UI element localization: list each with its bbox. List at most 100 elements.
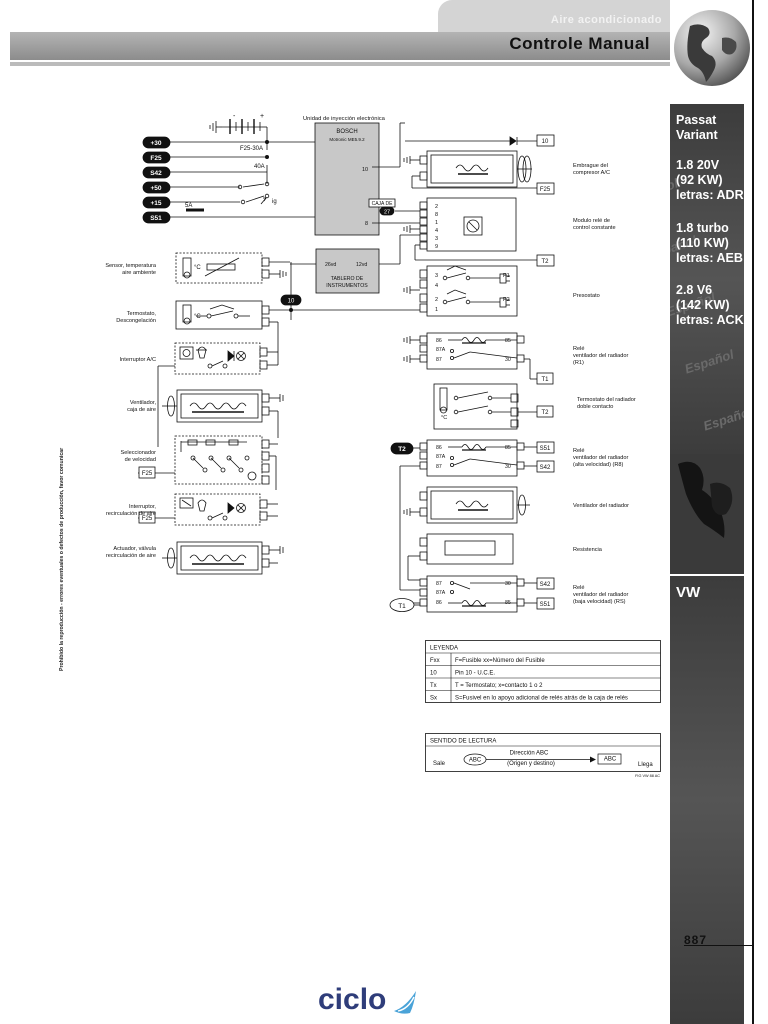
radiator-thermostat bbox=[433, 383, 537, 430]
relay-pin: 87A bbox=[436, 590, 446, 596]
recirculation-switch bbox=[138, 493, 278, 526]
presostato-pin: 3 bbox=[435, 273, 438, 279]
legend-key: 10 bbox=[430, 671, 437, 677]
recirculation-actuator bbox=[162, 541, 284, 575]
label-ambient-sensor-2: aire ambiente bbox=[122, 270, 156, 276]
figure-code: FIG VW 88 AC bbox=[635, 774, 660, 778]
radiator-fan-relay-rs bbox=[410, 575, 537, 613]
tag-f25-a: F25 bbox=[142, 471, 153, 477]
battery-symbol bbox=[209, 119, 268, 150]
watermark-text: Español bbox=[670, 175, 680, 205]
fuse-40-label: 40A bbox=[254, 164, 265, 170]
presostato-pin: 2 bbox=[435, 297, 438, 303]
instrument-panel-box bbox=[315, 248, 380, 294]
label-resistor: Resistencia bbox=[573, 547, 603, 553]
relay-pin: 85 bbox=[505, 600, 511, 606]
radiator-fan bbox=[403, 486, 530, 524]
defrost-thermostat bbox=[175, 300, 420, 365]
legend-key: Sx bbox=[430, 696, 437, 702]
relay-pin: 87A bbox=[436, 347, 446, 353]
sidebar-engine-1: 1.8 20V(92 KW)letras: ADR bbox=[676, 158, 744, 202]
page-number: 887 bbox=[684, 933, 708, 947]
tag-s42-a: S42 bbox=[540, 465, 551, 471]
tag-f25-b: F25 bbox=[142, 516, 153, 522]
label-clutch-2: compresor A/C bbox=[573, 170, 610, 176]
legend-key: Fxx bbox=[430, 658, 440, 664]
module-pin: 8 bbox=[435, 212, 438, 218]
label-r1-2: ventilador del radiador bbox=[573, 353, 628, 359]
ecu-pin-10: 10 bbox=[362, 167, 368, 173]
label-rad-thermo-2: doble contacto bbox=[577, 404, 613, 410]
relay-pin: 30 bbox=[505, 357, 511, 363]
label-rad-thermo-1: Termostato del radiador bbox=[577, 397, 636, 403]
module-pin: 2 bbox=[435, 204, 438, 210]
legend-desc: F=Fusible xx=Número del Fusible bbox=[455, 658, 545, 664]
section-label: Aire acondicionado bbox=[550, 14, 662, 26]
sidebar-engine-2: 1.8 turbo(110 KW)letras: AEB bbox=[676, 221, 743, 265]
relay-pin: 85 bbox=[505, 445, 511, 451]
tag-t2-c: T2 bbox=[398, 446, 406, 453]
label-blower-2: caja de aire bbox=[127, 407, 156, 413]
ecu-pin-8: 8 bbox=[365, 221, 368, 227]
blower-fan bbox=[162, 389, 284, 438]
ambient-temp-sensor bbox=[175, 252, 290, 284]
label-r8-3: (alta velocidad) (R8) bbox=[573, 462, 624, 468]
reading-direction-box: SENTIDO DE LECTURA Sale Llega Dirección … bbox=[425, 733, 661, 778]
page-number-rule bbox=[684, 945, 752, 946]
presostato-pin: 4 bbox=[435, 283, 438, 289]
legend-title: LEYENDA bbox=[430, 646, 458, 652]
reading-origin: (Origen y destino) bbox=[507, 761, 555, 767]
ac-switch bbox=[157, 342, 278, 447]
supply-terminals bbox=[142, 136, 171, 224]
wiring-diagram: - + +30 F25 S42 +50 +15 S51 F25-30A 40A … bbox=[105, 113, 636, 613]
header-underline bbox=[10, 62, 670, 66]
relay-pin: 30 bbox=[505, 581, 511, 587]
battery-minus: - bbox=[233, 113, 236, 120]
tag-t1-b: T1 bbox=[398, 603, 406, 610]
deg-label: °C bbox=[194, 265, 201, 271]
reading-abc-dest: ABC bbox=[604, 757, 617, 763]
dash-pin-left: 26vd bbox=[325, 262, 336, 268]
ignition-label: ig bbox=[272, 199, 277, 205]
ecu-title: Unidad de inyección electrónica bbox=[303, 116, 386, 122]
tag-t2-b: T2 bbox=[541, 410, 549, 416]
label-rs-2: ventilador del radiador bbox=[573, 592, 628, 598]
label-module-2: control constante bbox=[573, 225, 616, 231]
fuse-main-label: F25-30A bbox=[240, 146, 263, 152]
tag-s42-b: S42 bbox=[540, 582, 551, 588]
tag-s51-b: S51 bbox=[540, 602, 551, 608]
sidebar-edge-line bbox=[752, 0, 754, 1024]
dash-label-1: TABLERO DE bbox=[331, 276, 364, 282]
label-defrost-1: Termostato, bbox=[127, 311, 157, 317]
label-blower-1: Ventilador, bbox=[130, 400, 157, 406]
relay-pin: 85 bbox=[505, 338, 511, 344]
relay-pin: 87 bbox=[436, 357, 442, 363]
label-rs-1: Relé bbox=[573, 585, 585, 591]
constant-control-relay-module bbox=[403, 197, 537, 261]
page-title: Controle Manual bbox=[509, 34, 650, 53]
relay-pin: 30 bbox=[505, 464, 511, 470]
deg-label-2: °C bbox=[194, 314, 201, 320]
ecu-relay-ref: CAJA DE bbox=[372, 201, 394, 207]
radiator-fan-relay-r8 bbox=[399, 439, 537, 591]
deg-label-3: °C bbox=[441, 415, 447, 421]
label-r1-1: Relé bbox=[573, 346, 585, 352]
compressor-clutch bbox=[403, 150, 537, 189]
terminal-f25: F25 bbox=[150, 155, 162, 162]
relay-pin: 87 bbox=[436, 464, 442, 470]
module-pin: 3 bbox=[435, 236, 438, 242]
legend-desc: S=Fusivel en lo apoyo adicional de relés… bbox=[455, 696, 628, 702]
label-rs-3: (baja velocidad) (RS) bbox=[573, 599, 626, 605]
terminal-50: +50 bbox=[150, 185, 161, 192]
legend-desc: T = Termostato; x=contacto 1 o 2 bbox=[455, 683, 543, 689]
label-defrost-2: Descongelación bbox=[116, 318, 156, 324]
battery-plus: + bbox=[260, 113, 264, 120]
presostato-pin: 1 bbox=[435, 307, 438, 313]
relay-pin: 86 bbox=[436, 445, 442, 451]
legend-table: LEYENDA Fxx F=Fusible xx=Número del Fusi… bbox=[425, 640, 661, 703]
tag-t2-a: T2 bbox=[541, 259, 549, 265]
tag-10: 10 bbox=[542, 139, 549, 145]
logo-text: ciclo bbox=[318, 983, 386, 1016]
relay-pin: 86 bbox=[436, 600, 442, 606]
